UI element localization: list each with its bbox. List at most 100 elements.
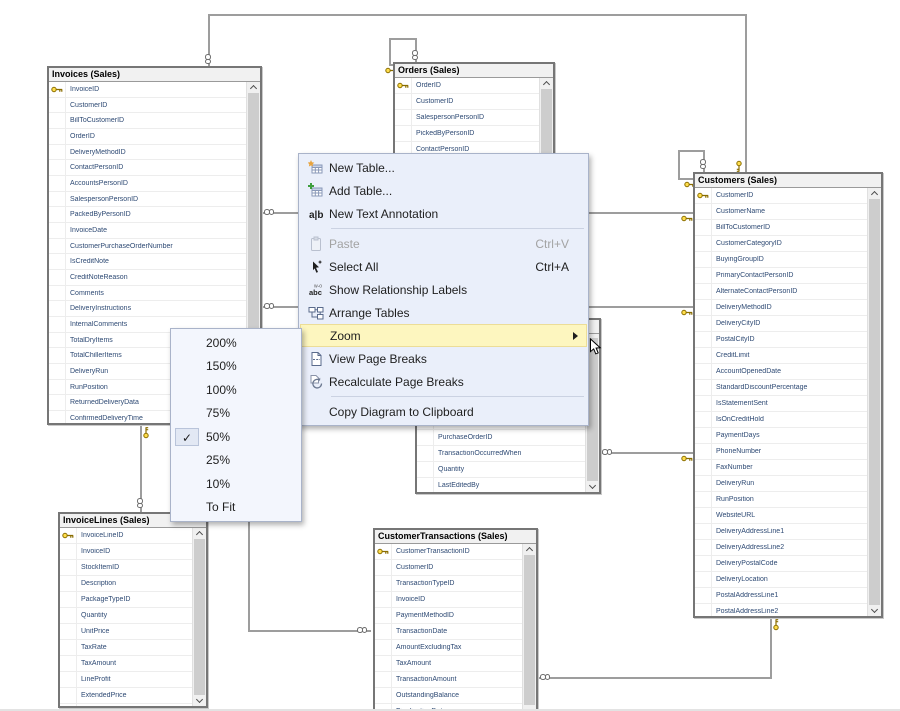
table-row[interactable]: TaxAmount <box>375 656 522 672</box>
relationship-line-customertransactions-customers[interactable] <box>539 677 772 679</box>
table-row[interactable]: DeliveryAddressLine1 <box>695 524 867 540</box>
table-row[interactable]: BillToCustomerID <box>49 113 246 130</box>
relationship-line-invoices-customertransactions[interactable] <box>248 425 250 632</box>
table-row[interactable]: CustomerName <box>695 204 867 220</box>
table-row[interactable]: DeliveryCityID <box>695 316 867 332</box>
table-row[interactable]: CreditNoteReason <box>49 270 246 286</box>
relationship-line-invoices-customers-top[interactable] <box>208 14 747 16</box>
table-row[interactable]: TransactionDate <box>375 624 522 640</box>
table-row[interactable]: TotalDryItems <box>49 332 246 349</box>
menu-item-add-table[interactable]: Add Table... <box>300 179 587 202</box>
menu-item-zoom[interactable]: Zoom <box>300 324 587 347</box>
menu-item-new-table[interactable]: New Table... <box>300 156 587 179</box>
table-row[interactable]: ConfirmedDeliveryTime <box>49 411 246 423</box>
table-row[interactable]: PaymentMethodID <box>375 608 522 624</box>
relationship-line-orders-self-loop[interactable] <box>389 38 417 40</box>
table-row[interactable]: PostalCityID <box>695 332 867 348</box>
table-row[interactable]: InternalComments <box>49 317 246 333</box>
relationship-line-orders-self-loop[interactable] <box>389 38 391 66</box>
table-row[interactable]: CreditLimit <box>695 348 867 364</box>
table-title-invoicelines[interactable]: InvoiceLines (Sales) <box>60 514 206 528</box>
table-row[interactable]: InvoiceID <box>49 82 246 98</box>
relationship-line-orders-self-loop[interactable] <box>389 64 396 66</box>
table-row[interactable]: FinalizationDate <box>375 704 522 709</box>
table-row[interactable]: IsCreditNote <box>49 254 246 271</box>
table-row[interactable]: PackedByPersonID <box>49 207 246 224</box>
table-row[interactable]: WebsiteURL <box>695 508 867 524</box>
table-row[interactable]: DeliveryMethodID <box>695 300 867 316</box>
table-row[interactable]: DeliveryLocation <box>695 572 867 588</box>
table-row[interactable]: SalespersonPersonID <box>395 110 539 126</box>
table-row[interactable]: IsOnCreditHold <box>695 412 867 428</box>
table-row[interactable]: Quantity <box>60 608 192 624</box>
table-row[interactable]: InvoiceID <box>375 592 522 608</box>
table-row[interactable]: LastEditedBy <box>60 704 192 706</box>
table-row[interactable]: RunPosition <box>49 379 246 396</box>
table-row[interactable]: AccountsPersonID <box>49 176 246 192</box>
table-title-invoices[interactable]: Invoices (Sales) <box>49 68 260 82</box>
table-row[interactable]: ContactPersonID <box>49 160 246 177</box>
zoom-option-100[interactable]: 100% <box>171 378 301 402</box>
table-row[interactable]: CustomerPurchaseOrderNumber <box>49 238 246 255</box>
scrollbar-thumb[interactable] <box>524 555 535 705</box>
table-row[interactable]: PostalAddressLine1 <box>695 588 867 604</box>
zoom-option-to-fit[interactable]: To Fit <box>171 496 301 520</box>
table-row[interactable]: AlternateContactPersonID <box>695 284 867 300</box>
menu-item-arrange-tables[interactable]: Arrange Tables <box>300 301 587 324</box>
relationship-line-customers-self-loop[interactable] <box>678 150 680 180</box>
table-row[interactable]: CustomerCategoryID <box>695 236 867 252</box>
table-row[interactable]: CustomerID <box>395 94 539 110</box>
table-row[interactable]: FaxNumber <box>695 460 867 476</box>
table-row[interactable]: AccountOpenedDate <box>695 364 867 380</box>
scrollbar[interactable] <box>192 528 206 706</box>
scrollbar[interactable] <box>522 544 536 709</box>
table-row[interactable]: Quantity <box>417 462 585 478</box>
table-row[interactable]: SalespersonPersonID <box>49 191 246 208</box>
table-row[interactable]: UnitPrice <box>60 624 192 640</box>
zoom-option-10[interactable]: 10% <box>171 472 301 496</box>
table-row[interactable]: PhoneNumber <box>695 444 867 460</box>
table-row[interactable]: DeliveryPostalCode <box>695 556 867 572</box>
table-row[interactable]: DeliveryInstructions <box>49 301 246 318</box>
table-title-customers[interactable]: Customers (Sales) <box>695 174 881 188</box>
table-row[interactable]: InvoiceLineID <box>60 528 192 544</box>
table-row[interactable]: StandardDiscountPercentage <box>695 380 867 396</box>
relationship-line-invoicelines-invoices[interactable] <box>140 426 142 513</box>
table-row[interactable]: AmountExcludingTax <box>375 640 522 656</box>
table-row[interactable]: PackageTypeID <box>60 592 192 608</box>
table-row[interactable]: TransactionOccurredWhen <box>417 446 585 462</box>
table-row[interactable]: StockItemID <box>60 560 192 576</box>
table-title-orders[interactable]: Orders (Sales) <box>395 64 553 78</box>
scroll-up-icon[interactable] <box>870 190 879 199</box>
table-row[interactable]: Comments <box>49 285 246 302</box>
scroll-up-icon[interactable] <box>525 546 534 555</box>
table-row[interactable]: CustomerTransactionID <box>375 544 522 560</box>
table-row[interactable]: CustomerID <box>49 97 246 114</box>
scroll-up-icon[interactable] <box>249 84 258 93</box>
scroll-down-icon[interactable] <box>870 605 879 614</box>
table-row[interactable]: TransactionTypeID <box>375 576 522 592</box>
table-row[interactable]: ExtendedPrice <box>60 688 192 704</box>
table-row[interactable]: TotalChillerItems <box>49 348 246 365</box>
menu-item-copy-diagram-to-clipboard[interactable]: Copy Diagram to Clipboard <box>300 400 587 423</box>
table-row[interactable]: BillToCustomerID <box>695 220 867 236</box>
table-row[interactable]: InvoiceDate <box>49 223 246 239</box>
table-row[interactable]: LineProfit <box>60 672 192 688</box>
menu-item-recalculate-page-breaks[interactable]: Recalculate Page Breaks <box>300 370 587 393</box>
table-row[interactable]: InvoiceID <box>60 544 192 560</box>
table-row[interactable]: DeliveryMethodID <box>49 144 246 161</box>
scroll-down-icon[interactable] <box>588 481 597 490</box>
table-row[interactable]: DeliveryRun <box>49 364 246 380</box>
scrollbar-thumb[interactable] <box>194 539 205 695</box>
zoom-option-75[interactable]: 75% <box>171 402 301 426</box>
relationship-line-fragment-customers[interactable] <box>601 452 694 454</box>
table-row[interactable]: PaymentDays <box>695 428 867 444</box>
table-row[interactable]: OrderID <box>49 129 246 145</box>
scrollbar-thumb[interactable] <box>248 93 259 412</box>
